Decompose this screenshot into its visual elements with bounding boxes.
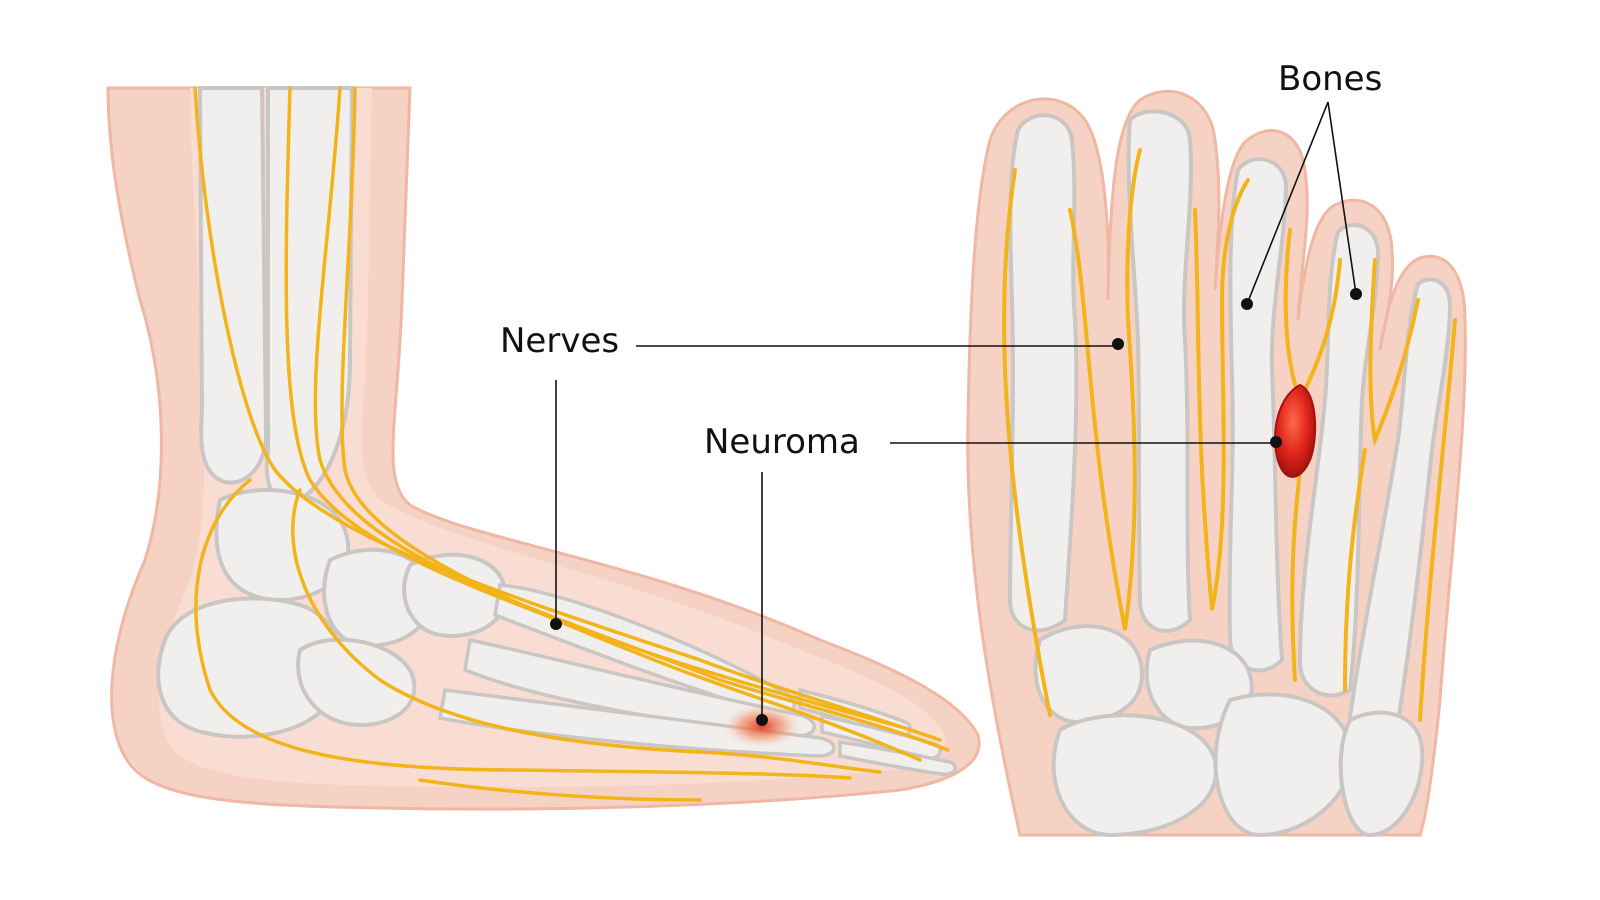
label-bones: Bones — [1278, 59, 1382, 99]
label-nerves: Nerves — [500, 321, 619, 361]
neuroma-dot-side — [756, 714, 768, 726]
bones-leader-left — [1246, 101, 1329, 305]
annotation-dots — [550, 288, 1362, 726]
bones-dot-right — [1350, 288, 1362, 300]
side-nerves — [193, 86, 950, 802]
foot-top-view — [966, 89, 1467, 838]
top-nerves — [1002, 148, 1457, 722]
nerves-dot-side — [550, 618, 562, 630]
leg-bones — [197, 86, 355, 506]
tarsal-bones — [156, 488, 508, 739]
annotation-leaders — [555, 101, 1357, 720]
top-neuroma — [1274, 383, 1317, 478]
label-neuroma: Neuroma — [704, 422, 860, 462]
top-tarsal-bones — [1033, 624, 1425, 838]
top-bones — [1007, 109, 1453, 767]
neuroma-dot-top — [1270, 436, 1282, 448]
nerves-dot-top — [1112, 338, 1124, 350]
bones-leader-right — [1327, 101, 1357, 295]
bones-dot-left — [1241, 298, 1253, 310]
